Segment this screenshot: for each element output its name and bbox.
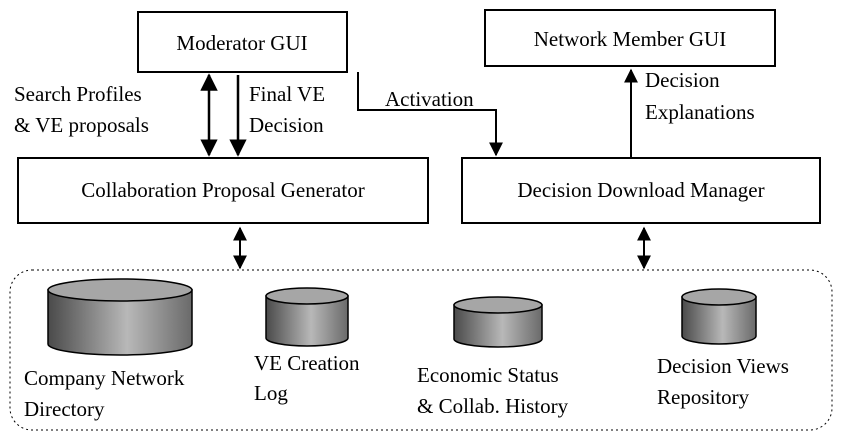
- repository-container: [9, 269, 833, 431]
- collaboration-proposal-generator-label: Collaboration Proposal Generator: [81, 178, 364, 202]
- activation-arrow: [357, 72, 503, 157]
- decision-views-repository-label: Decision Views Repository: [657, 354, 794, 409]
- decision-download-manager-label: Decision Download Manager: [517, 178, 764, 202]
- network-member-gui-label: Network Member GUI: [534, 27, 726, 51]
- moderator-gui-label: Moderator GUI: [176, 31, 307, 55]
- activation-label: Activation: [385, 87, 474, 111]
- company-network-directory-label: Company Network Directory: [24, 366, 190, 421]
- moderator-gui-box: Moderator GUI: [137, 11, 348, 73]
- decision-views-repository-cylinder: [681, 288, 757, 345]
- ve-creation-log-label: VE Creation Log: [254, 351, 365, 405]
- final-ve-decision-label: Final VE Decision: [249, 82, 330, 137]
- collaboration-proposal-generator-box: Collaboration Proposal Generator: [17, 157, 429, 224]
- decision-explanations-label: Decision Explanations: [645, 68, 755, 124]
- company-network-directory-cylinder: [47, 278, 193, 356]
- decision-download-manager-box: Decision Download Manager: [461, 157, 821, 224]
- economic-status-label: Economic Status & Collab. History: [417, 363, 569, 418]
- search-profiles-label: Search Profiles & VE proposals: [14, 82, 149, 137]
- ve-creation-log-cylinder: [265, 287, 349, 347]
- network-member-gui-box: Network Member GUI: [484, 9, 776, 67]
- economic-status-cylinder: [453, 296, 543, 348]
